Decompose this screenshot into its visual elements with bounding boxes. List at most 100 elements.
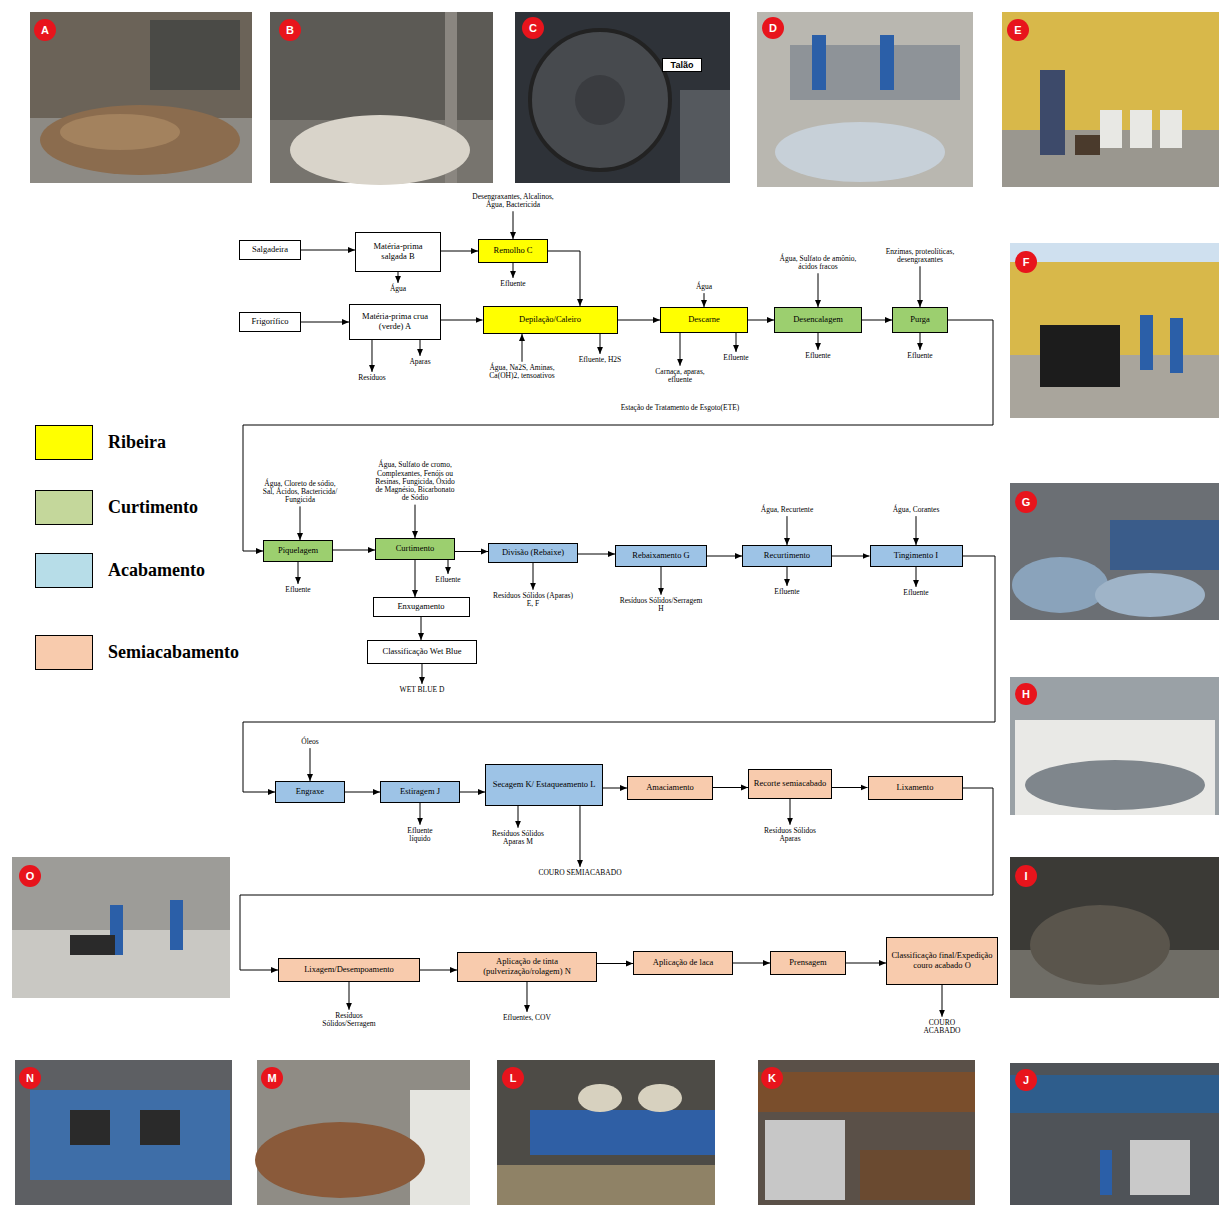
box-text: Descarne <box>688 315 720 325</box>
flow-connector <box>713 787 748 788</box>
callout-letter: C <box>522 17 544 39</box>
callout-letter: M <box>261 1067 283 1089</box>
photo-a <box>30 12 252 183</box>
flow-arrow <box>420 340 421 356</box>
process-box: Divisão (Rebaixe) <box>488 543 578 563</box>
process-box: Secagem K/ Estaqueamento L <box>485 764 603 806</box>
legend-text: Acabamento <box>108 561 205 579</box>
flow-arrow <box>518 806 519 828</box>
legend-swatch <box>35 635 93 670</box>
flow-connector <box>301 250 355 251</box>
flow-note: Resíduos Sólidos Aparas M <box>488 830 548 847</box>
flow-arrow <box>818 333 819 350</box>
process-box: Lixamento <box>868 776 963 800</box>
flow-note: Efluente <box>722 354 749 362</box>
process-box: Amaciamento <box>627 776 713 800</box>
box-text: Recurtimento <box>764 551 810 561</box>
legend-text: Ribeira <box>108 433 166 451</box>
flow-arrow <box>298 562 299 584</box>
process-box: Classificação final/Expedição couro acab… <box>886 937 998 985</box>
flow-connector <box>301 322 349 323</box>
flow-note: Água, Sulfato de cromo, Complexantes, Fe… <box>371 461 459 502</box>
flow-arrow <box>526 982 527 1012</box>
box-text: Estiragem J <box>400 787 440 797</box>
flow-note: Resíduos Sólidos Aparas <box>759 827 821 844</box>
flow-arrow <box>415 505 416 538</box>
process-box: Lixagem/Desempoamento <box>278 958 420 982</box>
box-text: Curtimento <box>396 544 435 554</box>
flow-connector <box>345 792 380 793</box>
box-text: Recorte semiacabado <box>754 779 826 789</box>
flow-arrow <box>522 334 523 362</box>
callout-letter: D <box>762 17 784 39</box>
box-text: Lixagem/Desempoamento <box>304 965 394 975</box>
legend-swatch <box>35 490 93 525</box>
legend-swatch <box>35 425 93 460</box>
flow-connector <box>832 556 870 557</box>
legend-text: Semiacabamento <box>108 643 239 661</box>
flow-arrow <box>310 748 311 781</box>
flow-arrow <box>420 803 421 825</box>
process-box: Desencalagem <box>774 307 862 333</box>
flow-arrow <box>661 567 662 595</box>
callout-letter: B <box>279 19 301 41</box>
flow-arrow <box>421 664 422 684</box>
box-text: Aplicação de laca <box>653 958 713 968</box>
flow-note: Efluente <box>906 352 933 360</box>
flow-note: Água, Corantes <box>892 506 941 514</box>
flow-arrow <box>371 340 372 372</box>
callout-letter: J <box>1015 1069 1037 1091</box>
process-box: Recorte semiacabado <box>748 769 832 799</box>
process-box: Rebaixamento G <box>615 545 707 567</box>
flow-connector <box>421 617 422 640</box>
box-text: Matéria-prima crua (verde) A <box>354 312 436 332</box>
flow-note: Efluente <box>499 280 526 288</box>
flow-note: Estação de Tratamento de Esgoto(ETE) <box>620 404 741 412</box>
process-box: Purga <box>892 307 948 333</box>
flow-arrow <box>448 560 449 574</box>
flow-arrow <box>704 293 705 307</box>
callout-letter: K <box>761 1067 783 1089</box>
box-text: Aplicação de tinta (pulverização/rolagem… <box>462 957 592 977</box>
flow-note: COURO ACABADO <box>912 1019 972 1036</box>
flow-connector <box>441 251 478 252</box>
legend-swatch <box>35 553 93 588</box>
flow-connector <box>597 963 633 964</box>
photo-i <box>1010 857 1219 998</box>
flow-note: WET BLUE D <box>399 686 446 694</box>
flow-connector <box>240 788 993 970</box>
process-box: Descarne <box>660 307 748 333</box>
process-box: Aplicação de tinta (pulverização/rolagem… <box>457 952 597 982</box>
process-box: Recurtimento <box>742 545 832 567</box>
photo-b <box>270 12 493 185</box>
flow-connector <box>832 787 868 788</box>
box-text: Piquelagem <box>278 546 318 556</box>
flow-connector <box>846 963 886 964</box>
callout-letter: H <box>1015 683 1037 705</box>
flow-note: Água, Na2S, Aminas, Ca(OH)2, tensoativos <box>477 364 567 381</box>
process-box: Frigorífico <box>239 312 301 332</box>
flow-arrow <box>736 333 737 352</box>
photo-e <box>1002 12 1219 187</box>
flow-arrow <box>680 333 681 366</box>
flow-note: Efluente <box>902 589 929 597</box>
flow-arrow <box>579 806 580 867</box>
flow-note: Efluente líquido <box>395 827 445 844</box>
flow-note: Óleos <box>300 738 320 746</box>
flow-connector <box>748 320 774 321</box>
flow-arrow <box>920 266 921 307</box>
box-text: Prensagem <box>789 958 826 968</box>
flow-connector <box>441 320 483 321</box>
flow-note: Aparas <box>408 358 431 366</box>
flow-arrow <box>916 516 917 545</box>
flow-note: Resíduos <box>357 374 387 382</box>
box-text: Desencalagem <box>793 315 843 325</box>
flow-arrow <box>942 985 943 1017</box>
flow-connector <box>733 963 770 964</box>
box-text: Rebaixamento G <box>632 551 689 561</box>
flow-connector <box>862 320 892 321</box>
box-text: Enxugamento <box>397 602 444 612</box>
flow-arrow <box>786 516 787 545</box>
flow-note: Efluente <box>773 588 800 596</box>
